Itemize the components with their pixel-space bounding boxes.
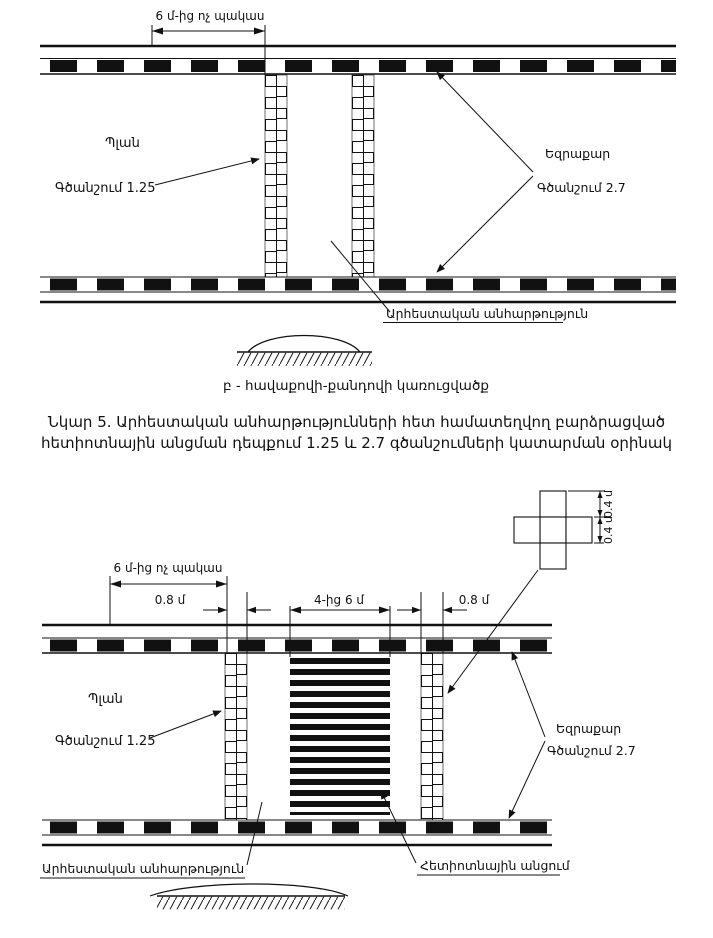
bump-profile bbox=[247, 334, 361, 353]
figure-caption-line-1: Նկար 5. Արհեստական անհարթությունների հետ… bbox=[47, 413, 666, 431]
ground-hatch bbox=[157, 895, 345, 910]
diagram-prefab-structure: 6 մ-ից ոչ պակաս Պլան Գծանշում 1.25 Եզրաք… bbox=[40, 9, 676, 394]
top-curb-marking-27 bbox=[42, 623, 552, 654]
marking-125-label: Գծանշում 1.25 bbox=[55, 181, 155, 196]
dim-4-6-label: 4-ից 6 մ bbox=[314, 593, 364, 607]
marking-125-strip-right bbox=[420, 652, 444, 821]
sub-caption-b: բ - հավաքովի-քանդովի կառուցվածք bbox=[223, 378, 489, 394]
dim-08-left-label: 0.8 մ bbox=[155, 593, 186, 607]
figure-caption-line-2: հետիոտնային անցման դեպքում 1.25 և 2.7 գծ… bbox=[40, 434, 672, 452]
pedestrian-crossing-leader bbox=[380, 790, 417, 864]
curb-label: Եզրաքար bbox=[545, 146, 610, 161]
plan-label: Պլան bbox=[105, 136, 140, 151]
artificial-bump-label: Արհեստական անհարթություն bbox=[42, 861, 244, 876]
bottom-curb-marking-27 bbox=[42, 819, 552, 847]
curb-leader-bottom bbox=[508, 740, 546, 819]
dimension-6m-arrows bbox=[110, 580, 227, 588]
dimension-4-6-arrows bbox=[290, 606, 390, 614]
detail-leader-line bbox=[447, 569, 539, 694]
curb-leader-top bbox=[436, 71, 534, 173]
detail-dimension-arrows bbox=[597, 491, 603, 543]
artificial-bump-leader bbox=[246, 801, 263, 866]
marking-27-label: Գծանշում 2.7 bbox=[537, 180, 626, 195]
pedestrian-crossing-label: Հետիոտնային անցում bbox=[420, 858, 571, 873]
top-curb-marking-27 bbox=[40, 44, 676, 75]
artificial-bump-label: Արհեստական անհարթություն bbox=[386, 306, 588, 321]
plan-label: Պլան bbox=[88, 692, 123, 707]
dimension-6m-arrows bbox=[152, 27, 265, 35]
checker-cell-detail bbox=[513, 490, 593, 570]
dim-04-label-a: 0.4 մ bbox=[602, 489, 615, 518]
marking-125-strip-left bbox=[264, 74, 288, 278]
dim-6m-label: 6 մ-ից ոչ պակաս bbox=[156, 9, 265, 23]
zebra-crossing bbox=[290, 658, 390, 815]
ground-hatch bbox=[237, 351, 372, 366]
bump-profile bbox=[149, 883, 349, 897]
curb-leader-top bbox=[511, 651, 546, 738]
dimension-08-left-arrows bbox=[218, 606, 256, 614]
marking-125-strip-left bbox=[224, 652, 248, 821]
marking-27-label: Գծանշում 2.7 bbox=[547, 743, 636, 758]
curb-label: Եզրաքար bbox=[556, 721, 621, 736]
dim-04-label-b: 0.4 մ bbox=[602, 515, 615, 544]
marking-125-leader-line bbox=[154, 157, 260, 186]
dim-6m-label: 6 մ-ից ոչ պակաս bbox=[114, 561, 223, 575]
marking-125-leader-line bbox=[149, 710, 222, 739]
figure-caption: Նկար 5. Արհեստական անհարթությունների հետ… bbox=[0, 412, 713, 454]
dimension-08-right-arrows bbox=[412, 606, 452, 614]
diagram-raised-crossing: 0.4 մ 0.4 մ 6 մ-ից ոչ պակաս 0.8 մ 4-ից 6… bbox=[40, 489, 636, 910]
dim-08-right-label: 0.8 մ bbox=[459, 593, 490, 607]
bottom-curb-marking-27 bbox=[40, 276, 676, 304]
curb-leader-bottom bbox=[436, 175, 534, 273]
marking-125-strip-right bbox=[351, 74, 375, 278]
artificial-bump-leader bbox=[330, 240, 391, 313]
marking-125-label: Գծանշում 1.25 bbox=[55, 734, 155, 749]
